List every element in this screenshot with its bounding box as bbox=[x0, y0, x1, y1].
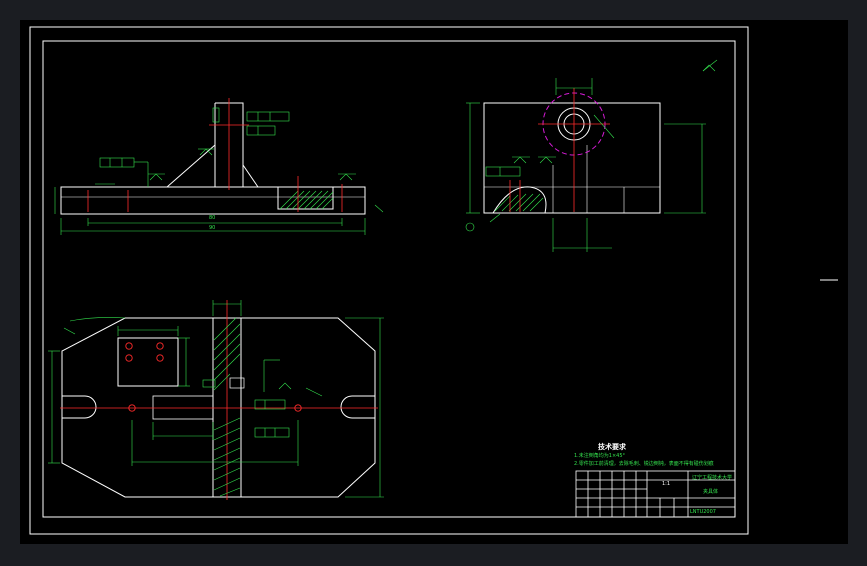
title-block-scale: 1:1 bbox=[662, 481, 670, 487]
tech-requirements-title: 技术要求 bbox=[598, 442, 627, 451]
front-view-centerlines bbox=[87, 98, 343, 212]
top-view-dimensions bbox=[48, 300, 384, 498]
side-view-hatch bbox=[494, 193, 544, 212]
title-block-frame bbox=[575, 470, 736, 518]
drawing-canvas bbox=[20, 20, 848, 544]
side-view-dimensions bbox=[465, 59, 718, 252]
front-view-dim-label-inner: 80 bbox=[209, 215, 215, 221]
front-view-hatch bbox=[279, 190, 334, 210]
title-block-drawing-name: 夹具体 bbox=[703, 488, 718, 495]
top-view-outline bbox=[61, 317, 376, 498]
front-view-dim-label-overall: 90 bbox=[209, 225, 215, 231]
outer-frame bbox=[29, 26, 749, 535]
top-view-slot bbox=[152, 395, 214, 420]
title-block-drawing-number: LNTU2007 bbox=[690, 509, 716, 515]
top-view-pad bbox=[117, 337, 179, 387]
top-view-left-notch bbox=[62, 395, 97, 419]
inner-frame bbox=[42, 40, 736, 518]
front-view-base bbox=[60, 186, 366, 215]
side-view-section-arc bbox=[492, 186, 547, 214]
front-view-rib bbox=[166, 144, 216, 188]
title-block[interactable] bbox=[575, 470, 736, 518]
title-block-organization: 辽宁工程技术大学 bbox=[692, 474, 732, 481]
side-view-centerlines bbox=[509, 88, 610, 212]
side-view-body bbox=[483, 102, 661, 214]
top-view-hatch bbox=[213, 317, 241, 497]
front-view-dimensions bbox=[54, 107, 384, 235]
tech-note-2: 2.零件加工前清理，去除毛刺、锐边倒钝，表面不得有碰伤划痕 bbox=[574, 460, 714, 467]
front-view-upright bbox=[215, 102, 244, 187]
top-view-right-notch bbox=[340, 395, 375, 419]
tech-note-1: 1.未注倒角均为1×45° bbox=[574, 452, 626, 459]
top-view-centerlines bbox=[60, 300, 378, 500]
